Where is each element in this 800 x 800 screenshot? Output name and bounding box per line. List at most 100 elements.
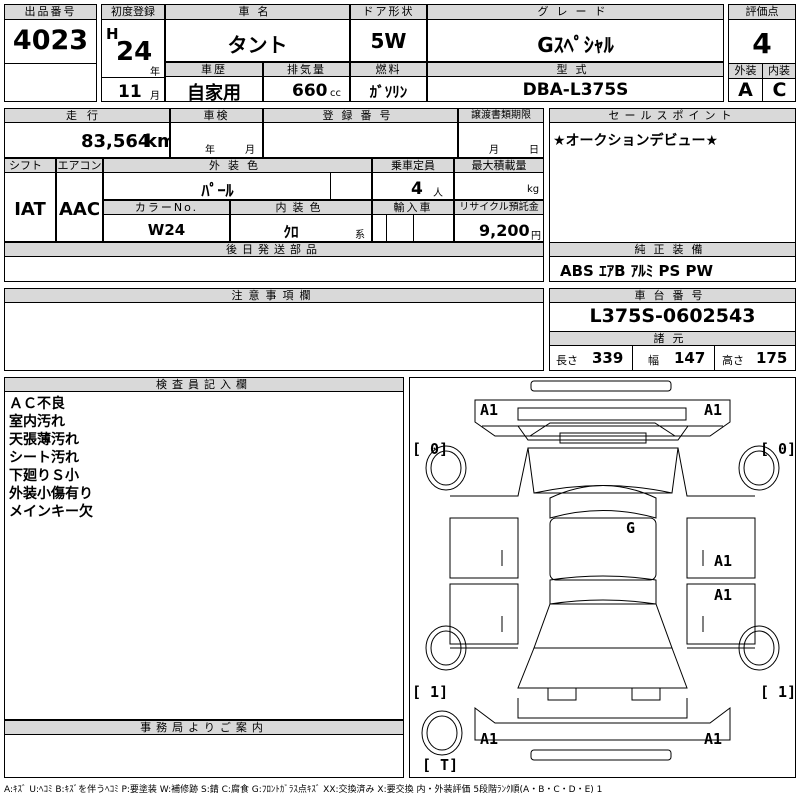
registration-number-cell: 登録番号 — [263, 108, 458, 158]
lot-number-header: 出品番号 — [4, 4, 97, 20]
mileage-header: 走行 — [4, 108, 170, 123]
load-unit: kg — [527, 184, 540, 195]
vehicle-width: 147 — [674, 349, 706, 367]
shift-header: シフト — [4, 158, 56, 173]
delivery-parts-header: 後日発送部品 — [4, 242, 544, 257]
vehicle-diagram — [421, 380, 780, 761]
vehicle-height: 175 — [756, 349, 788, 367]
inspector-note: 下廻りＳ小 — [9, 468, 79, 484]
damage-tire-rear-right: [ 1] — [760, 683, 797, 701]
legend: A:ｷｽﾞ U:ﾍｺﾐ B:ｷｽﾞを伴うﾍｺﾐ P:要塗装 W:補修跡 S:錆 … — [4, 785, 603, 795]
delivery-parts-cell: 後日発送部品 — [4, 242, 544, 282]
recycle-fee-cell: リサイクル預託金 9,200 円 — [454, 200, 544, 242]
width-label: 幅 — [648, 354, 659, 367]
max-load-cell: 最大積載量 kg — [454, 158, 544, 200]
chassis-header: 車台番号 — [549, 288, 796, 303]
transfer-deadline-header: 譲渡書類期限 — [458, 108, 544, 123]
notes-header: 注意事項欄 — [4, 288, 544, 303]
color-number: W24 — [147, 221, 186, 239]
score-cell: 評価点 4 外装 内装 A C — [728, 4, 796, 102]
car-name: タント — [227, 33, 288, 57]
inspection-cell: 車検 年 月 — [170, 108, 263, 158]
history-header: 車歴 — [165, 62, 263, 77]
inspector-note: 天張薄汚れ — [9, 432, 79, 448]
model-code-cell: 型式 DBA-L375S — [427, 62, 724, 102]
era-label: H — [106, 25, 119, 43]
damage-tire-front-right: [ 0] — [760, 440, 797, 458]
interior-grade: C — [772, 79, 787, 101]
fuel-header: 燃料 — [350, 62, 427, 77]
chassis-cell: 車台番号 L375S-0602543 諸元 長さ 339 幅 147 高さ 17… — [549, 288, 796, 371]
equipment-header: 純正装備 — [549, 242, 796, 257]
chassis-number: L375S-0602543 — [589, 305, 756, 327]
sales-point: ★オークションデビュー★ — [553, 133, 719, 149]
displacement-cell: 排気量 660 cc — [263, 62, 350, 102]
import-cell: 輸入車 — [372, 200, 454, 242]
inspector-notes-cell: 検査員記入欄 ＡＣ不良 室内汚れ 天張薄汚れ シート汚れ 下廻りＳ小 外装小傷有… — [4, 377, 404, 720]
fuel-cell: 燃料 ｶﾞｿﾘﾝ — [350, 62, 427, 102]
displacement-unit: cc — [330, 88, 341, 99]
exterior-color: ﾊﾟｰﾙ — [201, 181, 234, 200]
recycle-fee: 9,200 — [479, 221, 530, 240]
color-number-header: カラーNo. — [103, 200, 230, 215]
office-notice-header: 事務局よりご案内 — [4, 720, 404, 735]
fuel-type: ｶﾞｿﾘﾝ — [369, 83, 408, 101]
damage-rear-right: A1 — [704, 730, 723, 748]
height-label: 高さ — [722, 354, 744, 367]
equipment-cell: 純正装備 ABS ｴｱB ｱﾙﾐ PS PW — [549, 242, 796, 282]
capacity: 4 — [411, 179, 423, 199]
inspection-year-unit: 年 — [205, 145, 215, 156]
model-code: DBA-L375S — [522, 80, 629, 100]
damage-front-right: A1 — [704, 401, 723, 419]
inspector-note: メインキー欠 — [9, 504, 93, 520]
damage-rear-left: A1 — [480, 730, 499, 748]
shift-type: IAT — [14, 199, 46, 220]
specs-header: 諸元 — [549, 331, 796, 346]
sales-point-cell: セールスポイント ★オークションデビュー★ — [549, 108, 796, 243]
interior-header: 内装 — [762, 63, 796, 79]
damage-tire-rear-left: [ 1] — [412, 683, 449, 701]
damage-spare-tire: [ T] — [422, 756, 459, 774]
year-unit: 年 — [150, 67, 160, 78]
car-name-header: 車名 — [165, 4, 350, 20]
equipment-list: ABS ｴｱB ｱﾙﾐ PS PW — [560, 262, 714, 280]
exterior-grade: A — [738, 79, 753, 101]
vehicle-diagram-panel: A1 A1 [ 0] [ 0] G A1 A1 [ 1] [ 1] A1 A1 … — [409, 377, 796, 778]
interior-color-cell: 内装色 ｸﾛ 系 — [230, 200, 372, 242]
capacity-unit: 人 — [433, 188, 443, 199]
recycle-fee-header: リサイクル預託金 — [454, 200, 544, 215]
damage-front-left: A1 — [480, 401, 499, 419]
grade: Gｽﾍﾟｼｬﾙ — [537, 33, 614, 57]
first-registration-cell: 初度登録 H 24 年 11 月 — [101, 4, 165, 102]
door-type-cell: ドア形状 5W — [350, 4, 427, 62]
deadline-day-unit: 日 — [529, 145, 539, 156]
displacement: 660 — [292, 81, 328, 101]
month-unit: 月 — [150, 91, 160, 102]
door-type-header: ドア形状 — [350, 4, 427, 20]
recycle-fee-unit: 円 — [531, 231, 541, 242]
shift-cell: シフト IAT — [4, 158, 56, 242]
damage-right-front-door: A1 — [714, 552, 733, 570]
displacement-header: 排気量 — [263, 62, 350, 77]
lot-number: 4023 — [12, 25, 89, 56]
registration-number-header: 登録番号 — [263, 108, 458, 123]
capacity-cell: 乗車定員 4 人 — [372, 158, 454, 200]
interior-color: ｸﾛ — [283, 223, 299, 241]
import-header: 輸入車 — [372, 200, 454, 215]
sales-point-header: セールスポイント — [549, 108, 796, 123]
overall-score: 4 — [752, 27, 772, 60]
door-type: 5W — [370, 29, 407, 53]
length-label: 長さ — [556, 354, 578, 367]
vehicle-history: 自家用 — [187, 83, 241, 104]
aircon-cell: エアコン AAC — [56, 158, 103, 242]
registration-month: 11 — [118, 82, 142, 102]
vehicle-length: 339 — [592, 349, 624, 367]
exterior-color-header: 外装色 — [103, 158, 372, 173]
notes-cell: 注意事項欄 — [4, 288, 544, 371]
deadline-month-unit: 月 — [489, 145, 499, 156]
grade-cell: グレード Gｽﾍﾟｼｬﾙ — [427, 4, 724, 62]
mileage-unit: km — [145, 131, 176, 152]
color-number-cell: カラーNo. W24 — [103, 200, 230, 242]
inspection-header: 車検 — [170, 108, 263, 123]
max-load-header: 最大積載量 — [454, 158, 544, 173]
